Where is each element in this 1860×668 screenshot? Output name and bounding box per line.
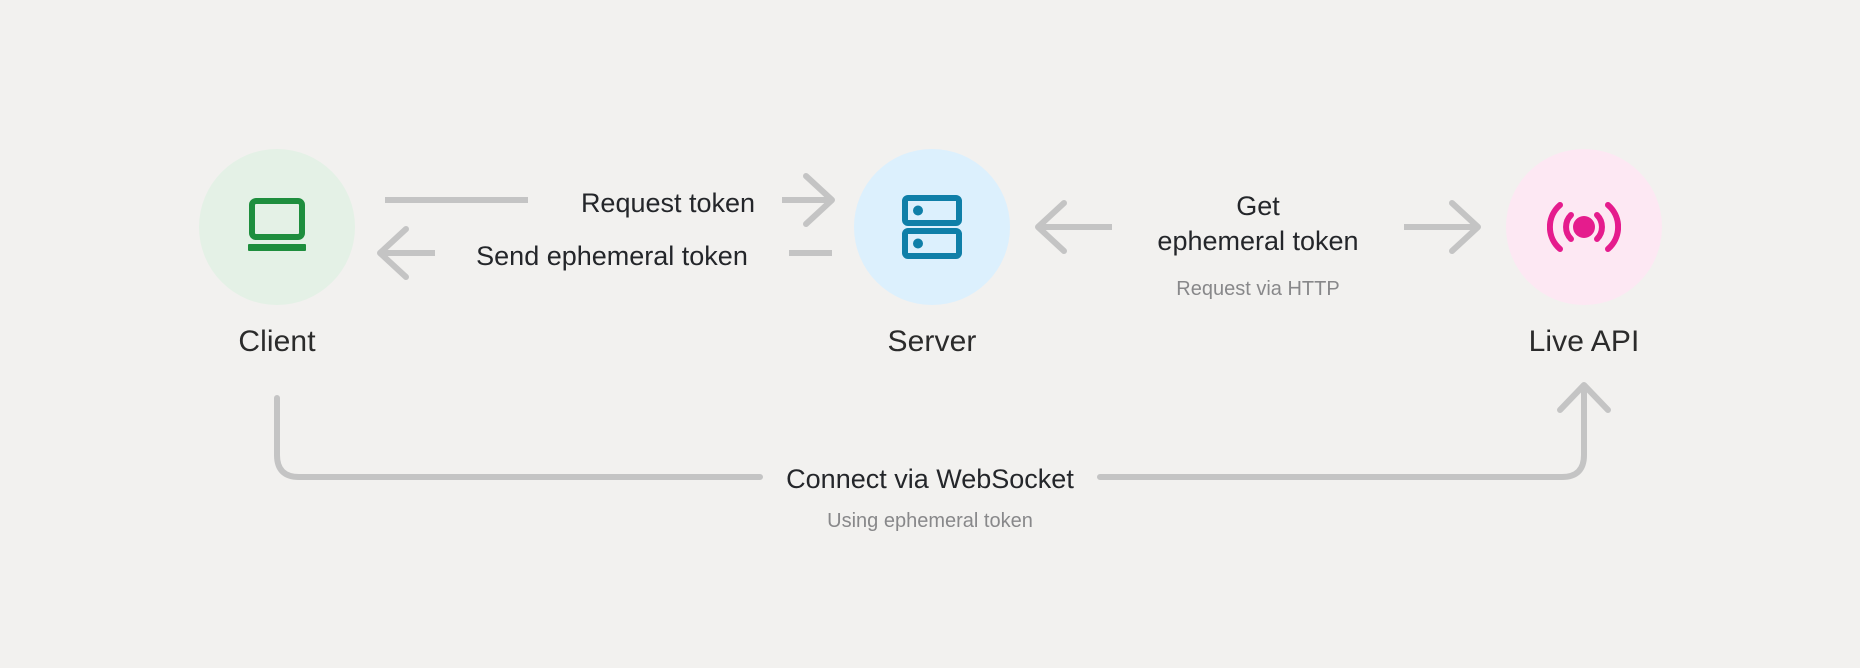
node-label-client: Client <box>238 325 316 358</box>
edge-sublabel-using-ephemeral-token: Using ephemeral token <box>827 510 1033 532</box>
edge-label-connect-via-websocket: Connect via WebSocket <box>786 464 1074 494</box>
arrow-get-ephemeral-token-left <box>1035 200 1112 254</box>
arrow-get-ephemeral-token-right <box>1404 200 1481 254</box>
laptop-icon <box>248 198 306 251</box>
node-label-server: Server <box>887 325 977 358</box>
server-icon <box>902 195 962 259</box>
client-circle <box>199 149 355 305</box>
live-api-circle <box>1506 149 1662 305</box>
edge-label-send-ephemeral-token: Send ephemeral token <box>476 241 748 271</box>
node-label-live-api: Live API <box>1528 325 1640 358</box>
node-server[interactable]: Server <box>852 149 1012 359</box>
broadcast-icon <box>1547 202 1621 252</box>
edge-label-get-ephemeral-token-line2: ephemeral token <box>1157 225 1359 256</box>
edge-label-request-token: Request token <box>580 188 756 218</box>
edge-label-get-ephemeral-token: Get ephemeral token <box>1112 189 1404 258</box>
edge-label-get-ephemeral-token-line1: Get <box>1236 191 1280 221</box>
node-client[interactable]: Client <box>197 149 357 359</box>
node-live-api[interactable]: Live API <box>1504 149 1664 359</box>
server-circle <box>854 149 1010 305</box>
edge-sublabel-request-via-http: Request via HTTP <box>1176 278 1340 300</box>
